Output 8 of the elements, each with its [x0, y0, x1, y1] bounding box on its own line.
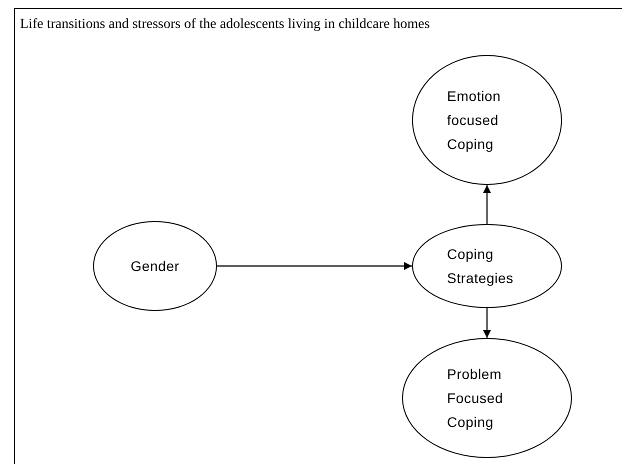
- node-label: Gender: [130, 257, 180, 276]
- node-label: Emotion focused Coping: [447, 87, 502, 154]
- node-label: Problem Focused Coping: [447, 365, 504, 432]
- arrow: [483, 185, 491, 224]
- arrow: [483, 308, 491, 338]
- node-label: Coping Strategies: [447, 245, 515, 288]
- arrow: [217, 262, 412, 270]
- title: Life transitions and stressors of the adolescents living in childcare homes: [20, 16, 430, 34]
